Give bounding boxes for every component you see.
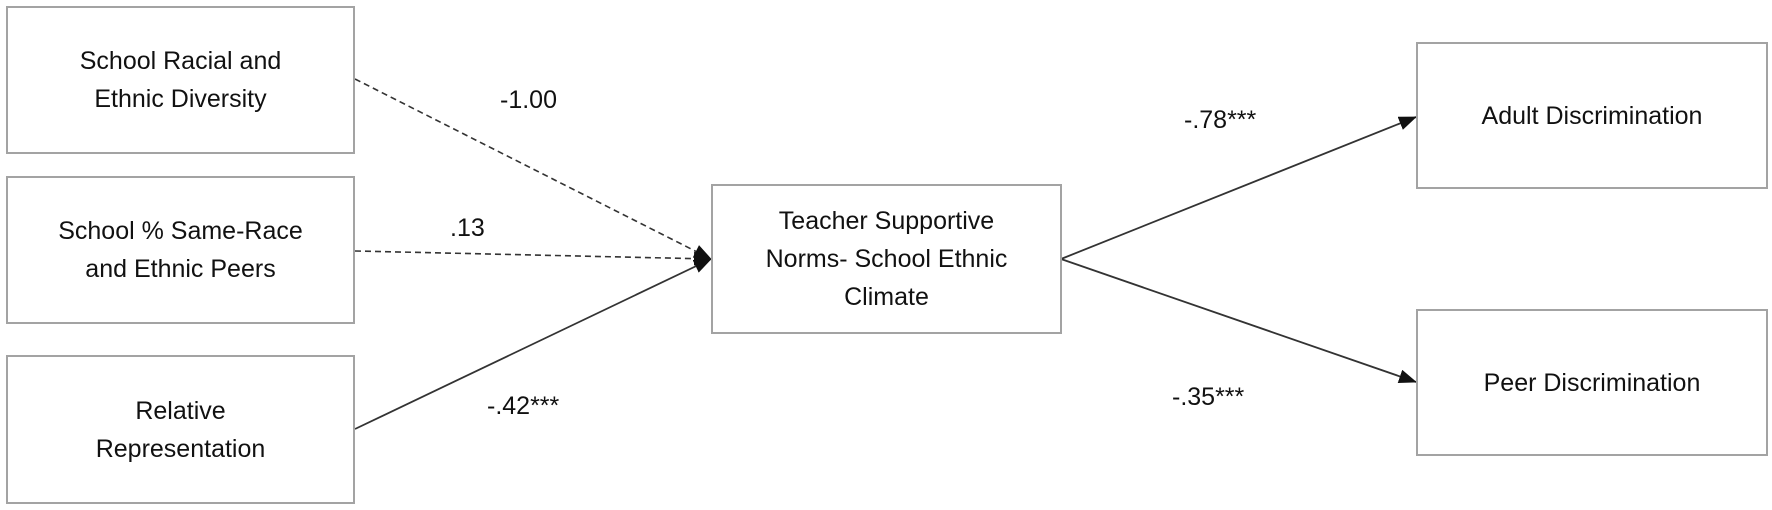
node-peer-discrimination: Peer Discrimination [1416,309,1768,456]
node-adult-discrimination: Adult Discrimination [1416,42,1768,189]
node-relative-representation: Relative Representation [6,355,355,504]
edge-same-race-to-teacher [354,250,712,266]
node-text: Representation [95,434,266,463]
node-text: Teacher Supportive [778,207,995,235]
node-text: Relative [135,396,226,425]
coef-adult: -.78*** [1184,106,1257,134]
coef-same-race: .13 [450,214,485,242]
node-text: Norms- School Ethnic [765,245,1008,273]
node-teacher-supportive-norms: Teacher Supportive Norms- School Ethnic … [711,184,1062,334]
edge-teacher-to-peer [1060,258,1417,384]
edge-teacher-to-adult [1060,116,1417,260]
node-text: Adult Discrimination [1481,101,1703,130]
node-text: and Ethnic Peers [85,255,276,283]
node-text: School % Same-Race [58,217,303,245]
node-text: Ethnic Diversity [94,85,267,113]
coef-diversity: -1.00 [500,86,557,114]
node-school-racial-ethnic-diversity: School Racial and Ethnic Diversity [6,6,355,154]
node-text: Peer Discrimination [1483,368,1701,397]
node-text: School Racial and [79,47,282,75]
node-school-same-race-peers: School % Same-Race and Ethnic Peers [6,176,355,324]
edge-relative-to-teacher [354,258,712,430]
coef-relative: -.42*** [487,392,560,420]
coef-peer: -.35*** [1172,383,1245,411]
edge-diversity-to-teacher [354,78,712,260]
node-text: Climate [844,283,929,311]
